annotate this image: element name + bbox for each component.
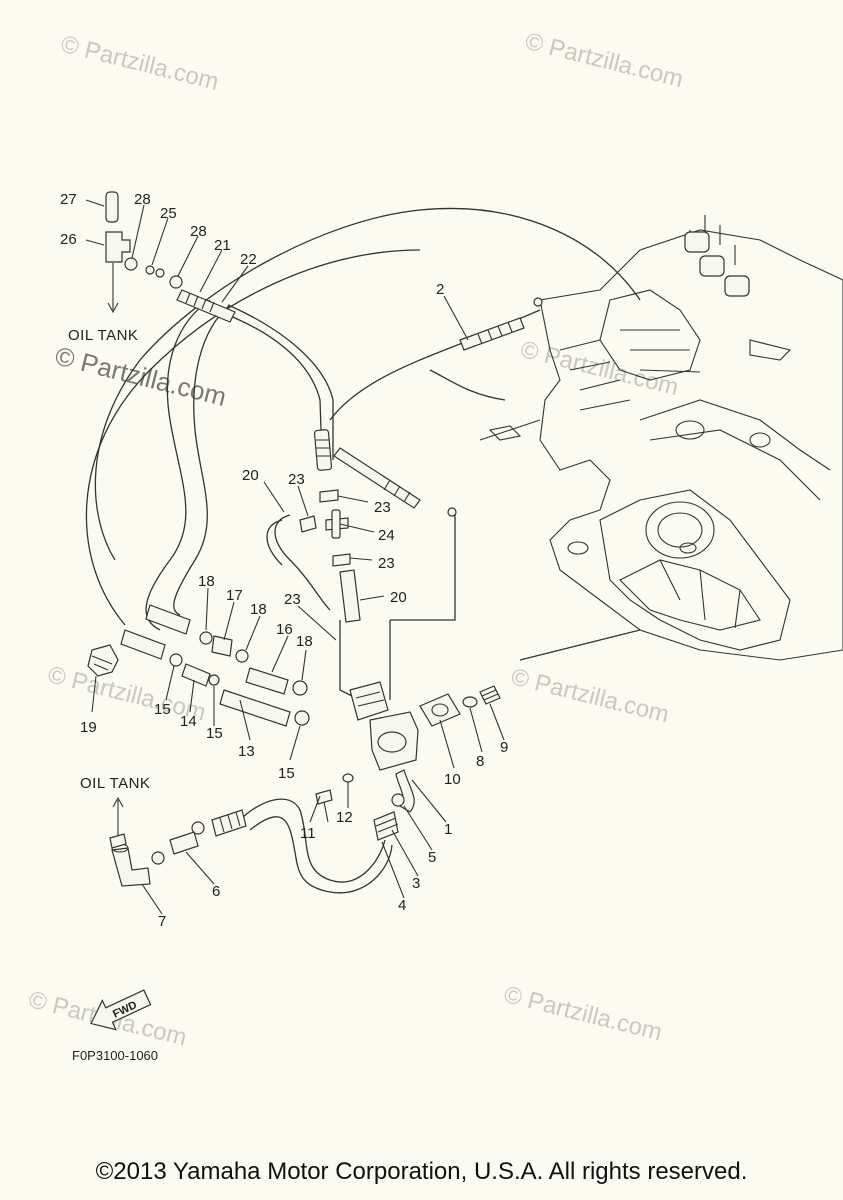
callout-15c: 15 [278, 765, 295, 782]
callout-19: 19 [80, 719, 97, 736]
callout-22: 22 [240, 251, 257, 268]
callout-7: 7 [158, 913, 166, 930]
callout-13: 13 [238, 743, 255, 760]
callout-6: 6 [212, 883, 220, 900]
watermark: © Partzilla.com [52, 340, 229, 411]
callout-26: 26 [60, 231, 77, 248]
callout-10: 10 [444, 771, 461, 788]
watermark: © Partzilla.com [508, 663, 671, 728]
callout-20b: 20 [390, 589, 407, 606]
callout-12: 12 [336, 809, 353, 826]
watermark: © Partzilla.com [522, 28, 685, 93]
callout-23: 23 [288, 471, 305, 488]
watermark-layer: © Partzilla.com © Partzilla.com © Partzi… [26, 28, 686, 1052]
watermark: © Partzilla.com [501, 981, 664, 1046]
callout-2: 2 [436, 281, 444, 298]
callout-18b: 18 [250, 601, 267, 618]
callout-16: 16 [276, 621, 293, 638]
callout-20: 20 [242, 467, 259, 484]
callout-14: 14 [180, 713, 197, 730]
callout-5: 5 [428, 849, 436, 866]
component-layer: FWD [87, 191, 543, 1031]
callout-18c: 18 [296, 633, 313, 650]
watermark: © Partzilla.com [58, 31, 221, 96]
callout-21: 21 [214, 237, 231, 254]
callout-4: 4 [398, 897, 406, 914]
callout-15b: 15 [206, 725, 223, 742]
callout-28b: 28 [190, 223, 207, 240]
callout-23d: 23 [284, 591, 301, 608]
callout-9: 9 [500, 739, 508, 756]
labels-layer: OIL TANK OIL TANK F0P3100-1060 [68, 327, 158, 1063]
callout-23c: 23 [378, 555, 395, 572]
hose-layer [85, 207, 641, 894]
callout-27: 27 [60, 191, 77, 208]
oil-tank-label-top: OIL TANK [68, 327, 138, 344]
callout-8: 8 [476, 753, 484, 770]
engine-block [479, 215, 843, 661]
callout-11: 11 [300, 825, 316, 842]
watermark: © Partzilla.com [518, 336, 681, 401]
callout-28: 28 [134, 191, 151, 208]
leader-lines [85, 199, 505, 915]
fwd-arrow-icon: FWD [90, 989, 152, 1031]
callout-23b: 23 [374, 499, 391, 516]
callout-24: 24 [378, 527, 395, 544]
callout-18: 18 [198, 573, 215, 590]
diagram-code: F0P3100-1060 [72, 1048, 158, 1063]
copyright-footer: ©2013 Yamaha Motor Corporation, U.S.A. A… [95, 1158, 748, 1185]
callout-1: 1 [444, 821, 452, 838]
callout-25: 25 [160, 205, 177, 222]
callout-layer: 27 28 25 26 28 21 22 2 20 23 23 24 23 20… [60, 191, 508, 930]
callout-3: 3 [412, 875, 420, 892]
callout-15: 15 [154, 701, 171, 718]
callout-17: 17 [226, 587, 243, 604]
oil-tank-label-bottom: OIL TANK [80, 775, 150, 792]
